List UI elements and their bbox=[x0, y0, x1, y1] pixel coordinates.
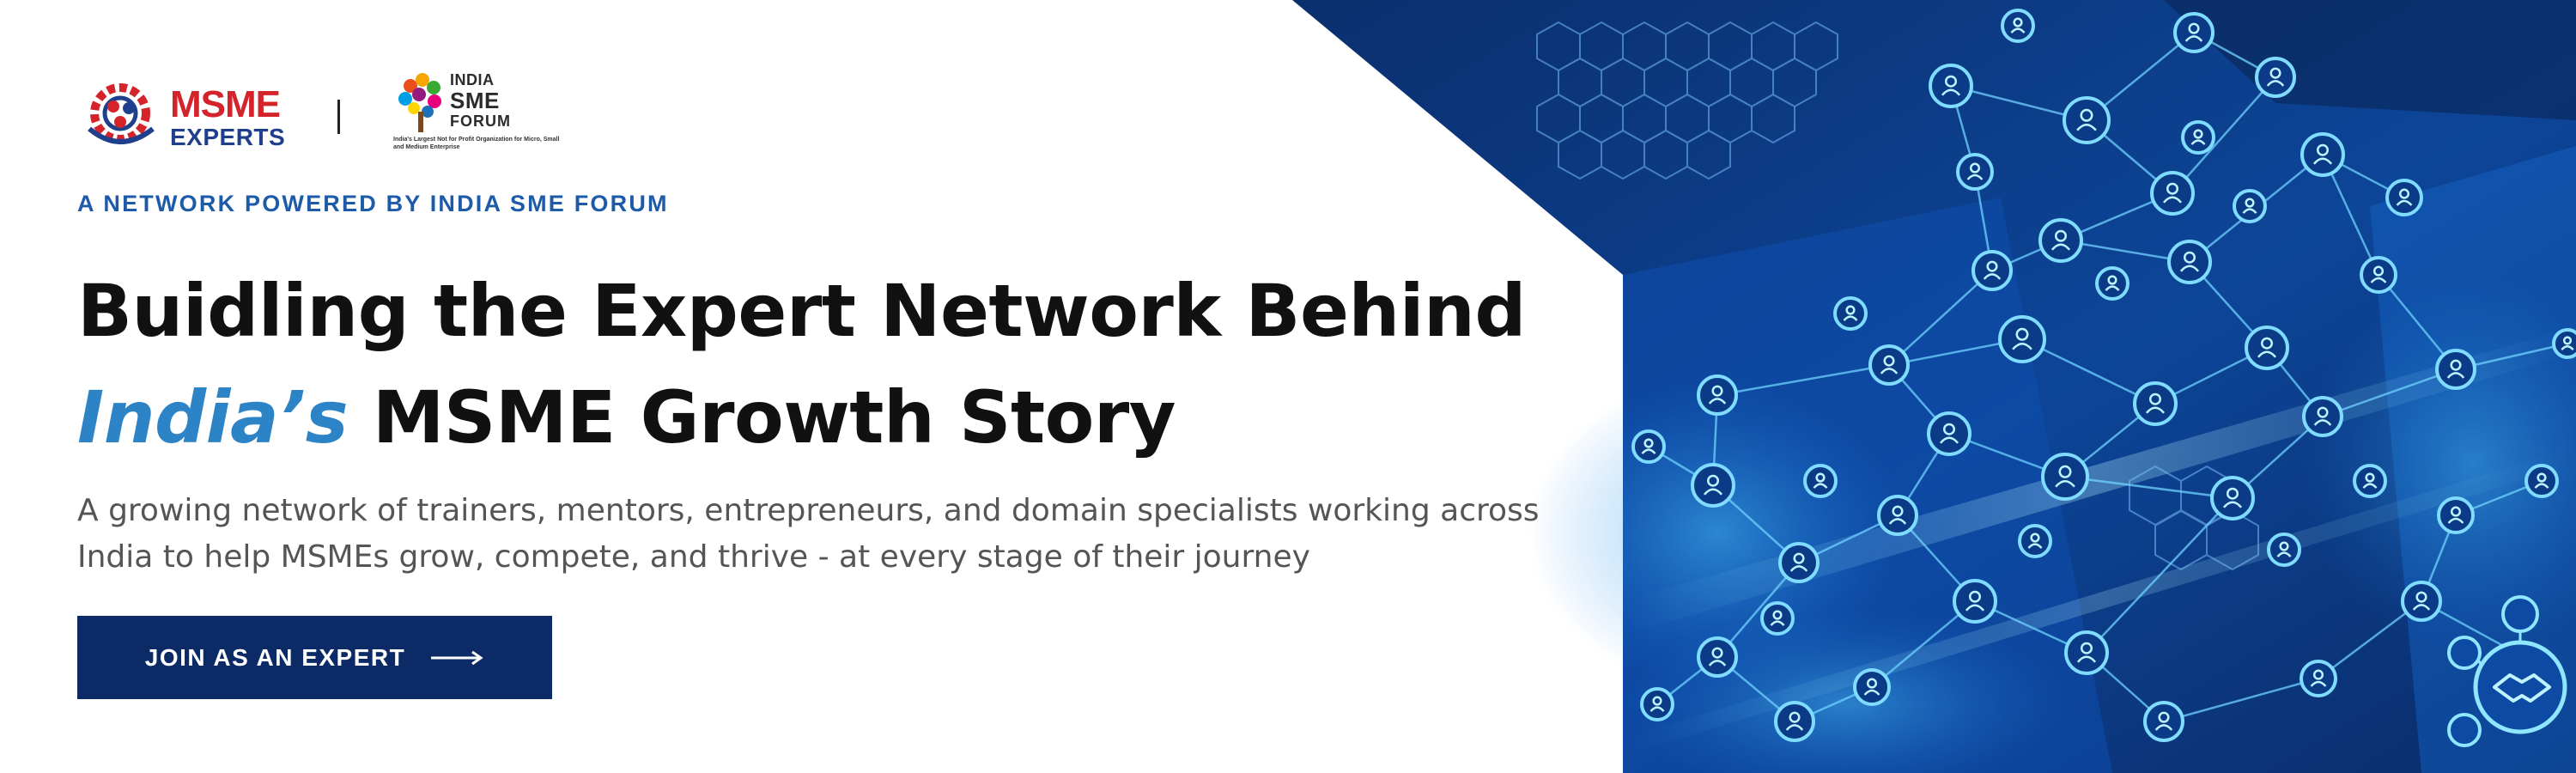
person-node-icon bbox=[2435, 349, 2476, 390]
handshake-icon bbox=[2447, 595, 2567, 747]
person-node-icon bbox=[1868, 344, 1910, 386]
person-node-icon bbox=[2437, 496, 2475, 534]
person-node-icon bbox=[2133, 381, 2178, 426]
msme-logo-title: MSME bbox=[170, 83, 281, 125]
msme-logo-subtitle: EXPERTS bbox=[170, 124, 286, 150]
person-node-icon bbox=[2353, 464, 2387, 498]
person-node-icon bbox=[2181, 120, 2215, 155]
person-node-icon bbox=[1760, 601, 1795, 636]
person-node-icon bbox=[2150, 171, 2195, 216]
forum-logo-line3: FORUM bbox=[450, 113, 511, 130]
person-node-icon bbox=[1774, 701, 1815, 742]
person-node-icon bbox=[1833, 296, 1868, 331]
tree-icon bbox=[398, 73, 441, 132]
person-node-icon bbox=[2041, 453, 2089, 501]
person-node-icon bbox=[1853, 668, 1891, 706]
headline-line-1: Buidling the Expert Network Behind bbox=[77, 269, 1526, 353]
person-node-icon bbox=[2300, 132, 2345, 177]
person-node-icon bbox=[1956, 153, 1994, 191]
person-node-icon bbox=[2401, 581, 2442, 622]
person-node-icon bbox=[2360, 256, 2397, 294]
person-node-icon bbox=[2018, 524, 2052, 558]
person-node-icon bbox=[2233, 189, 2267, 223]
person-node-icon bbox=[2245, 326, 2289, 370]
person-node-icon bbox=[2552, 328, 2576, 359]
forum-logo-line1: INDIA bbox=[450, 71, 495, 88]
person-node-icon bbox=[1803, 464, 1838, 498]
arrow-right-icon bbox=[431, 650, 483, 665]
network-nodes bbox=[1631, 9, 2576, 742]
logo-divider bbox=[337, 100, 340, 134]
forum-logo-tagline: India's Largest Not for Profit Organizat… bbox=[393, 137, 560, 150]
person-node-icon bbox=[1927, 411, 1971, 456]
hero-description: A growing network of trainers, mentors, … bbox=[77, 488, 1589, 581]
msme-experts-logo[interactable]: MSME EXPERTS bbox=[77, 69, 301, 163]
person-node-icon bbox=[2167, 240, 2212, 284]
person-node-icon bbox=[2210, 476, 2255, 520]
gear-icon bbox=[88, 83, 155, 144]
hero-content: MSME EXPERTS INDIA bbox=[77, 0, 1623, 773]
person-node-icon bbox=[1953, 579, 1997, 624]
forum-logo-line2: SME bbox=[450, 88, 500, 113]
headline-accent: India’s bbox=[77, 375, 349, 460]
person-node-icon bbox=[1929, 64, 1973, 108]
join-as-expert-button[interactable]: JOIN AS AN EXPERT bbox=[77, 616, 552, 699]
person-node-icon bbox=[1998, 315, 2046, 363]
person-node-icon bbox=[1697, 374, 1738, 416]
person-node-icon bbox=[2063, 96, 2111, 144]
person-node-icon bbox=[2095, 266, 2129, 301]
person-node-icon bbox=[2001, 9, 2035, 43]
person-node-icon bbox=[2064, 630, 2109, 675]
cta-label: JOIN AS AN EXPERT bbox=[144, 643, 406, 671]
eyebrow-text: A NETWORK POWERED BY INDIA SME FORUM bbox=[77, 191, 669, 216]
person-node-icon bbox=[1877, 495, 1918, 536]
person-node-icon bbox=[1631, 429, 1666, 464]
person-node-icon bbox=[2524, 464, 2559, 498]
description-line-2: India to help MSMEs grow, compete, and t… bbox=[77, 539, 1310, 575]
person-node-icon bbox=[1971, 250, 2013, 291]
headline-line-2: India’s MSME Growth Story bbox=[77, 364, 1526, 471]
description-line-1: A growing network of trainers, mentors, … bbox=[77, 493, 1540, 528]
headline-line-2-rest: MSME Growth Story bbox=[348, 375, 1176, 460]
logo-row: MSME EXPERTS INDIA bbox=[77, 69, 559, 163]
person-node-icon bbox=[1697, 636, 1738, 678]
person-node-icon bbox=[2267, 533, 2301, 567]
person-node-icon bbox=[1691, 463, 1735, 508]
person-node-icon bbox=[2255, 57, 2296, 98]
person-node-icon bbox=[1640, 687, 1674, 721]
person-node-icon bbox=[2302, 396, 2343, 437]
person-node-icon bbox=[2038, 218, 2083, 263]
page-title: Buidling the Expert Network Behind India… bbox=[77, 258, 1526, 471]
india-sme-forum-logo[interactable]: INDIA SME FORUM India's Largest Not for … bbox=[393, 69, 565, 163]
person-node-icon bbox=[2300, 660, 2337, 697]
person-node-icon bbox=[1778, 542, 1820, 583]
person-node-icon bbox=[2385, 179, 2423, 216]
person-node-icon bbox=[2173, 12, 2215, 53]
person-node-icon bbox=[2143, 701, 2184, 742]
